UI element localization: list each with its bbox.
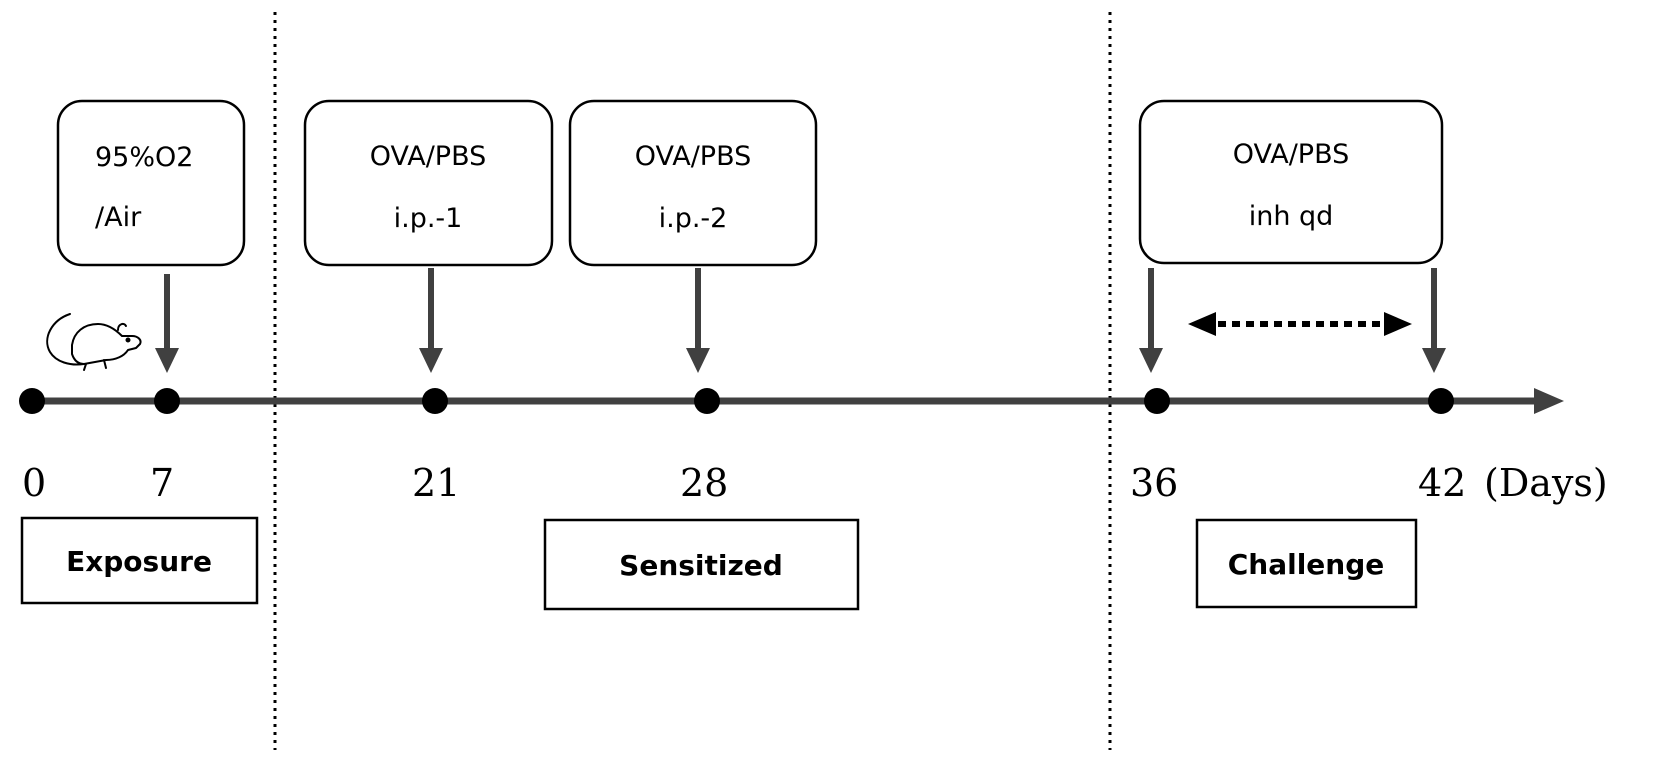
intervention-box-line2: inh qd	[1249, 201, 1334, 232]
timeline-dot-day7	[154, 388, 180, 414]
timeline-dot-day0	[19, 388, 45, 414]
phase-box-exposure: Exposure	[20, 516, 259, 605]
phase-box-challenge: Challenge	[1195, 518, 1418, 609]
arrow-down-day28	[686, 268, 710, 373]
intervention-box-ip1: OVA/PBS i.p.-1	[303, 99, 554, 267]
days-unit-label: (Days)	[1484, 461, 1608, 505]
day-label: 28	[680, 461, 728, 505]
double-arrow-daily	[1188, 312, 1412, 336]
intervention-box-line1: 95%O2	[95, 142, 193, 173]
timeline-axis	[32, 388, 1564, 414]
arrow-down-day21	[419, 268, 443, 373]
phase-label: Exposure	[66, 545, 212, 578]
intervention-box-ip2: OVA/PBS i.p.-2	[568, 99, 818, 267]
day-label: 7	[150, 461, 174, 505]
day-label: 0	[22, 461, 46, 505]
arrow-down-day42	[1422, 268, 1446, 373]
phase-box-sensitized: Sensitized	[543, 518, 860, 611]
day-label: 36	[1130, 461, 1178, 505]
day-label: 42	[1418, 461, 1466, 505]
phase-label: Challenge	[1228, 548, 1385, 581]
intervention-box-inhalation: OVA/PBS inh qd	[1138, 99, 1444, 265]
mouse-icon	[46, 313, 142, 371]
day-label: 21	[412, 461, 460, 505]
timeline-dot-day28	[694, 388, 720, 414]
intervention-box-exposure: 95%O2 /Air	[56, 99, 246, 267]
arrow-down-day7	[155, 274, 179, 373]
intervention-box-line1: OVA/PBS	[635, 141, 752, 172]
timeline-dot-day36	[1144, 388, 1170, 414]
arrow-down-day36	[1139, 268, 1163, 373]
intervention-box-line2: i.p.-1	[394, 203, 463, 234]
intervention-box-line2: /Air	[95, 202, 142, 233]
intervention-box-line1: OVA/PBS	[370, 141, 487, 172]
phase-label: Sensitized	[619, 549, 783, 582]
timeline-dot-day42	[1428, 388, 1454, 414]
intervention-box-line1: OVA/PBS	[1233, 139, 1350, 170]
intervention-box-line2: i.p.-2	[659, 203, 728, 234]
timeline-dot-day21	[422, 388, 448, 414]
